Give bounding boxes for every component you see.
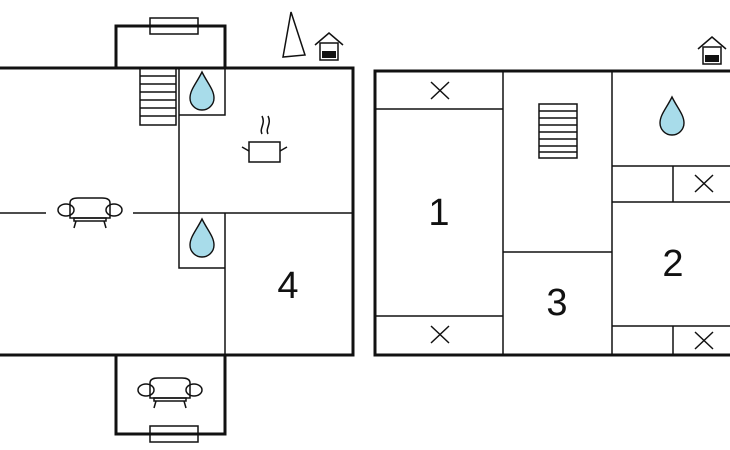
room-number-4: 4: [277, 265, 298, 307]
bath-box-top: [179, 67, 226, 116]
cooking-pot-icon: [241, 115, 288, 163]
bottom-window: [149, 425, 199, 443]
top-window: [149, 17, 199, 35]
room-number-3: 3: [546, 282, 567, 324]
ground-floor: 4: [0, 17, 355, 443]
bed-cross-icon: [430, 81, 450, 100]
bottom-annex-wall: [114, 355, 227, 436]
top-annex-wall: [114, 24, 227, 68]
stairs-icon: [538, 103, 578, 159]
bed-cross-icon: [694, 174, 714, 193]
bed-cross-icon: [694, 331, 714, 350]
water-drop-icon: [189, 70, 215, 111]
sofa-icon: [137, 377, 203, 409]
north-arrow-icon: [282, 11, 307, 58]
stairs-icon: [139, 67, 177, 126]
sofa-icon: [57, 197, 123, 229]
upper-floor-outer-wall: [373, 69, 730, 357]
water-drop-icon: [659, 95, 685, 136]
room-number-1: 1: [428, 192, 449, 234]
bath-box-mid: [178, 213, 225, 269]
house-icon: [697, 36, 727, 65]
upper-floor: 1 2 3: [373, 69, 730, 357]
room-number-2: 2: [662, 243, 683, 285]
house-icon: [314, 32, 344, 61]
bed-cross-icon: [430, 325, 450, 344]
water-drop-icon: [189, 217, 215, 258]
